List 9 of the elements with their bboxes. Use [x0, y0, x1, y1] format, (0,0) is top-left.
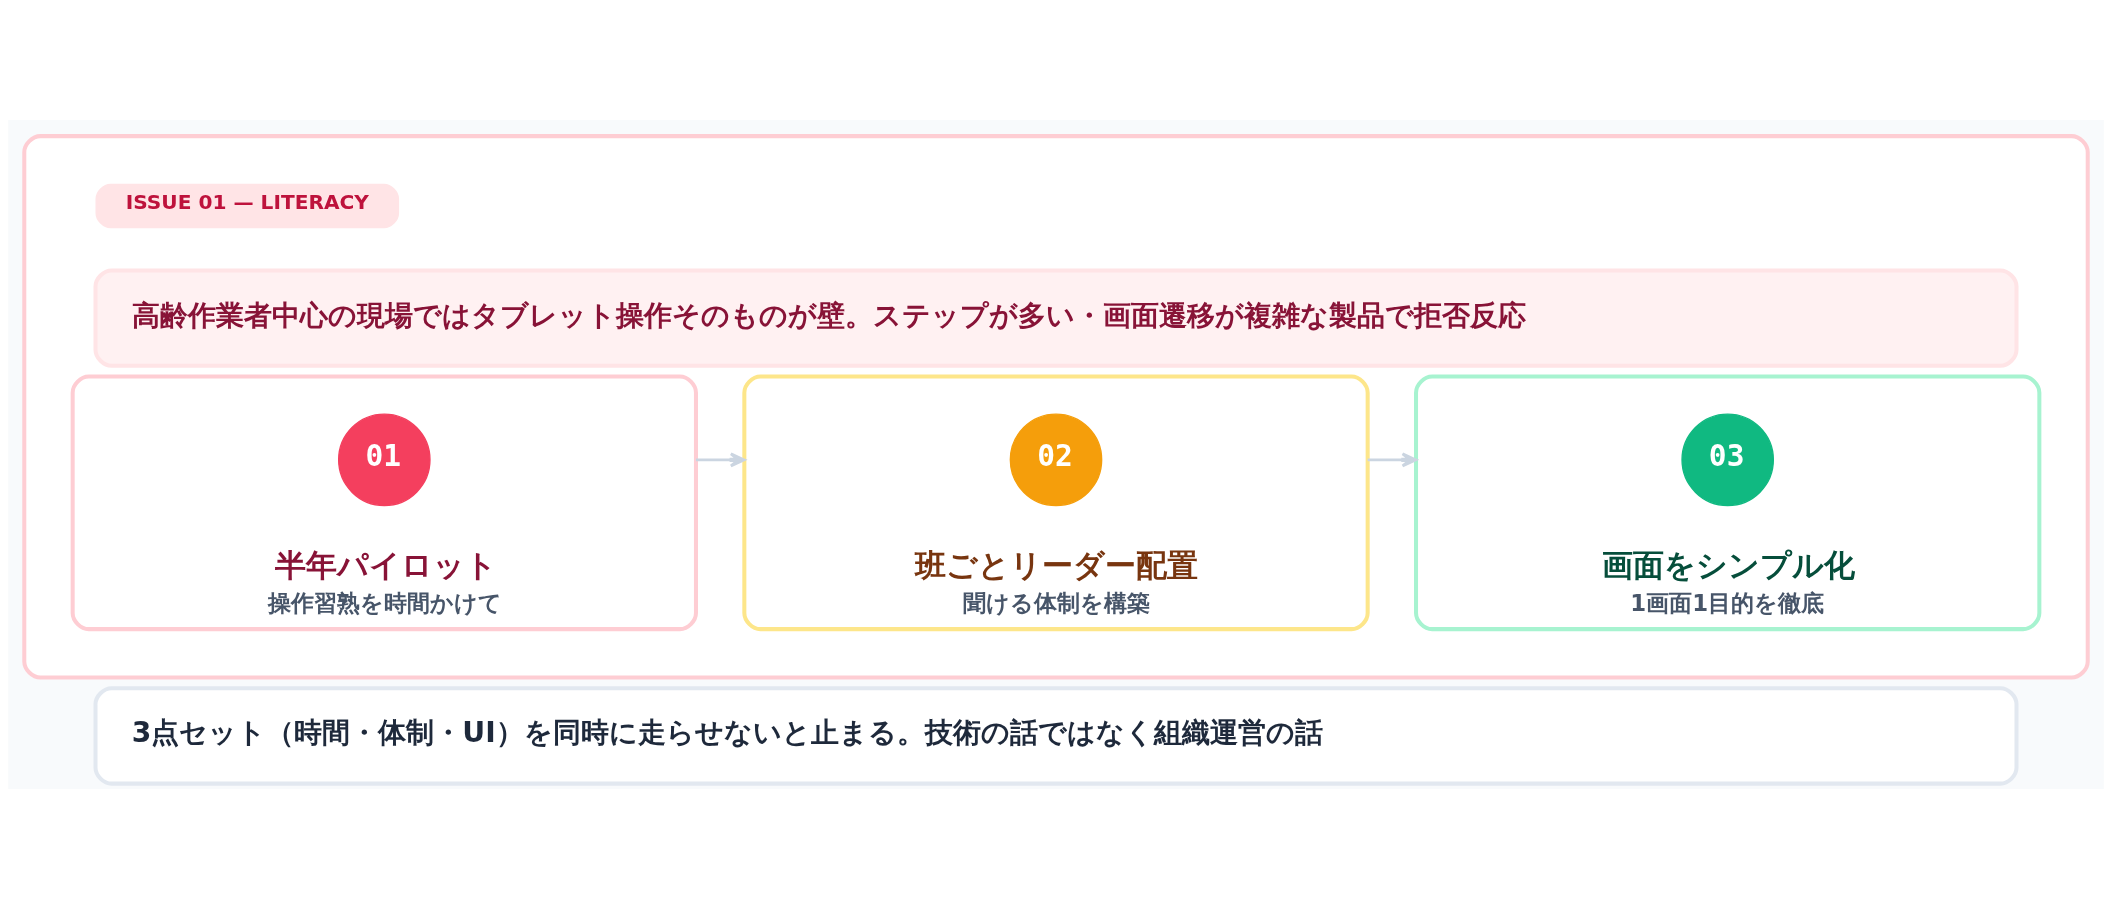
node-box: ISSUE 01 — LITERACY [95, 183, 400, 228]
node-box: 高齢作業者中心の現場ではタブレット操作そのものが壁。ステップが多い・画面遷移が複雑な製品で拒否反応 [93, 267, 2019, 368]
cluster [22, 133, 2090, 679]
node-box: 3点セット（時間・体制・UI）を同時に走らせないと止まる。技術の話ではなく組織運営の話 [93, 685, 2019, 786]
node-circle: 03 [1681, 413, 1775, 506]
arrow [1367, 452, 1418, 467]
node-circle: 02 [1009, 413, 1103, 506]
node-circle: 01 [337, 413, 431, 506]
arrow [696, 452, 746, 467]
